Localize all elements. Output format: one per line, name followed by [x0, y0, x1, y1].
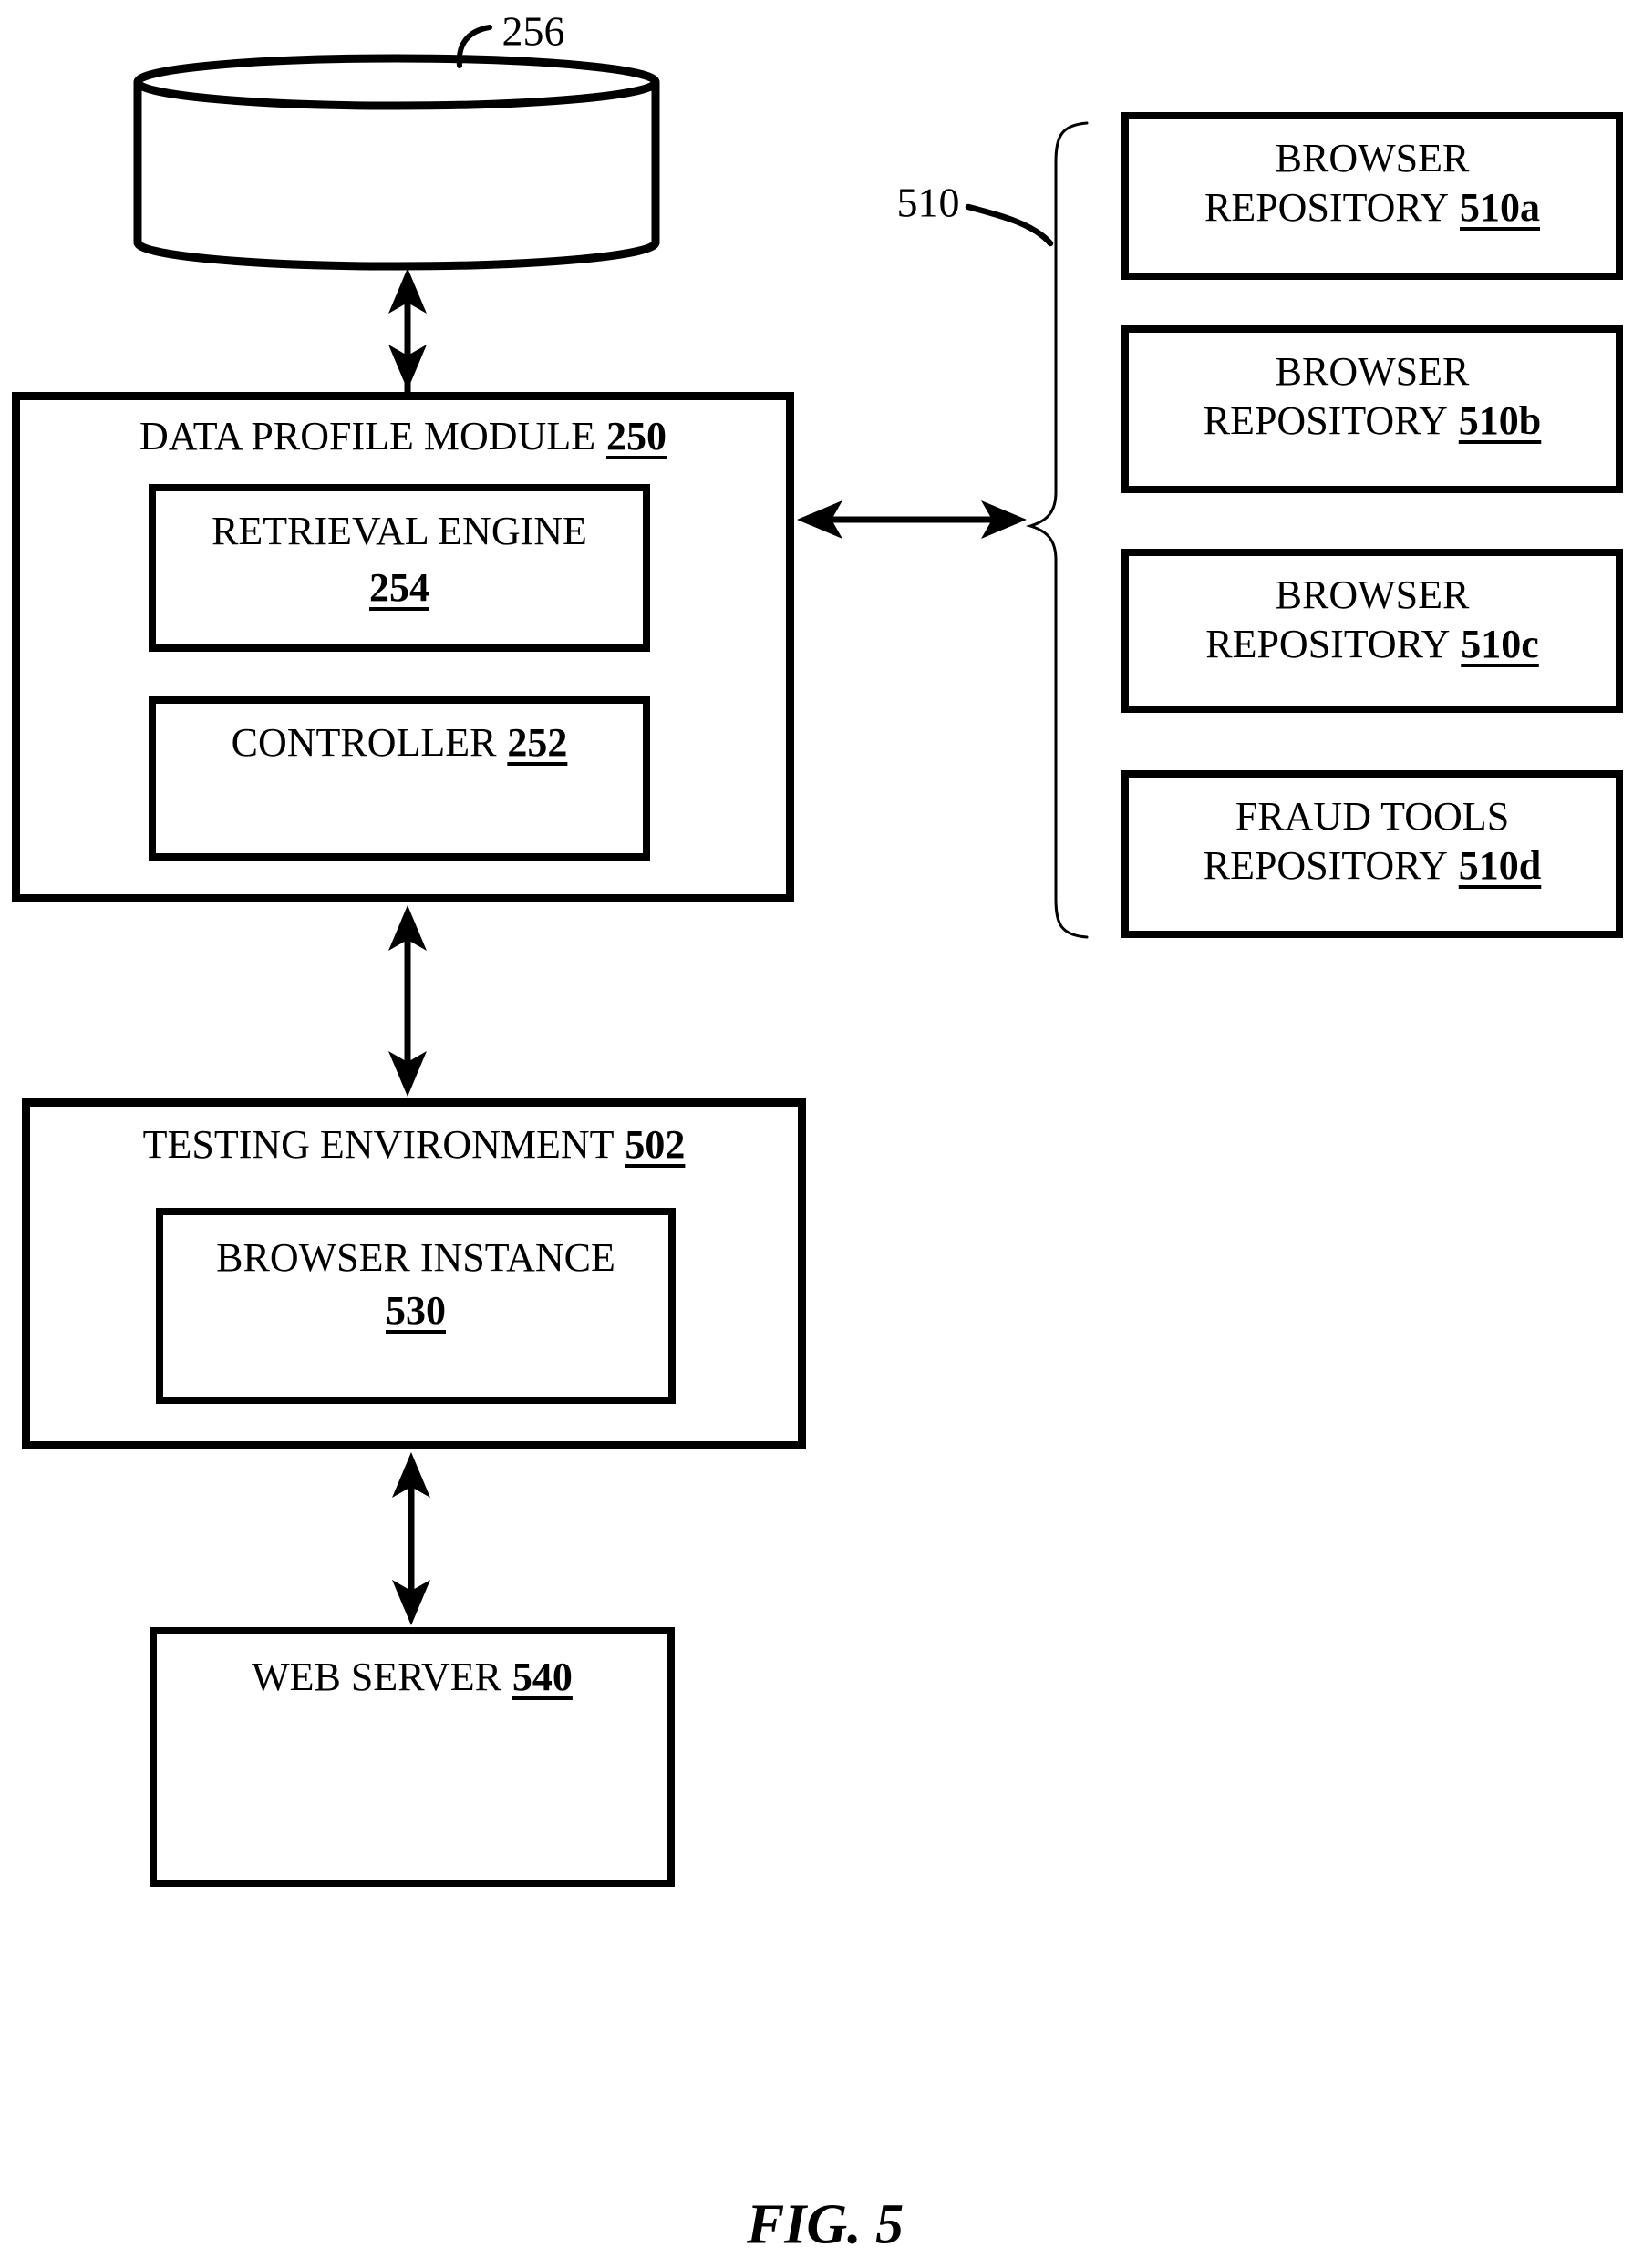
web-server-ref: 540	[512, 1655, 573, 1699]
repository-line2: REPOSITORY	[1204, 185, 1450, 230]
controller-label: CONTROLLER	[231, 720, 497, 765]
web-server-label: WEB SERVER	[252, 1655, 502, 1699]
group-ref-label: 510	[896, 179, 960, 226]
arrow-shaft	[404, 301, 411, 392]
repository-line2: REPOSITORY	[1203, 398, 1448, 443]
retrieval-engine-ref: 254	[369, 565, 429, 610]
arrowhead-up-icon	[392, 1452, 430, 1498]
data-profile-module-label: DATA PROFILE MODULE	[140, 414, 596, 459]
browser-instance-ref: 530	[386, 1288, 446, 1333]
arrowhead-right-icon	[981, 500, 1027, 539]
database-ref-label: 256	[501, 7, 565, 55]
leader-line-510	[965, 203, 1054, 247]
retrieval-engine-title: RETRIEVAL ENGINE 254	[156, 503, 643, 616]
database-cylinder-icon	[133, 54, 660, 271]
controller-ref: 252	[507, 720, 568, 765]
repository-ref: 510d	[1458, 843, 1542, 888]
browser-instance-title: BROWSER INSTANCE 530	[163, 1232, 668, 1337]
arrowhead-down-icon	[388, 1051, 427, 1097]
repository-line1: BROWSER	[1275, 136, 1470, 180]
repository-ref: 510c	[1461, 622, 1539, 666]
leader-line-256	[456, 25, 492, 68]
data-profile-module-ref: 250	[605, 414, 666, 459]
repository-ref: 510b	[1458, 398, 1542, 443]
arrow-shaft	[404, 938, 411, 1064]
browser-instance-box: BROWSER INSTANCE 530	[156, 1208, 676, 1404]
figure-caption: FIG. 5	[746, 2193, 904, 2256]
arrow-shaft	[830, 516, 994, 523]
cylinder-bottom-arc	[133, 241, 660, 271]
repository-line2: REPOSITORY	[1203, 843, 1448, 888]
arrowhead-down-icon	[388, 345, 427, 390]
arrowhead-down-icon	[392, 1580, 430, 1625]
retrieval-engine-label: RETRIEVAL ENGINE	[212, 509, 587, 553]
repository-line1: BROWSER	[1275, 572, 1470, 617]
brace-510	[1025, 121, 1089, 939]
repository-line1: BROWSER	[1275, 349, 1470, 394]
testing-environment-label: TESTING ENVIRONMENT	[142, 1122, 615, 1167]
repository-line1: FRAUD TOOLS	[1235, 794, 1510, 839]
arrow-testing-webserver	[392, 1452, 430, 1625]
arrow-shaft	[408, 1485, 415, 1593]
arrowhead-up-icon	[388, 268, 427, 314]
repository-line2: REPOSITORY	[1205, 622, 1451, 666]
arrowhead-up-icon	[388, 905, 427, 951]
repository-ref: 510a	[1460, 185, 1541, 230]
retrieval-engine-box: RETRIEVAL ENGINE 254	[149, 484, 650, 652]
browser-instance-label: BROWSER INSTANCE	[216, 1235, 615, 1280]
arrow-cylinder-module	[388, 268, 427, 392]
arrow-module-testing	[388, 905, 427, 1097]
arrow-module-repositories	[797, 500, 1027, 539]
cylinder-top-ellipse	[133, 54, 660, 110]
testing-environment-ref: 502	[625, 1122, 686, 1167]
arrowhead-left-icon	[797, 500, 842, 539]
